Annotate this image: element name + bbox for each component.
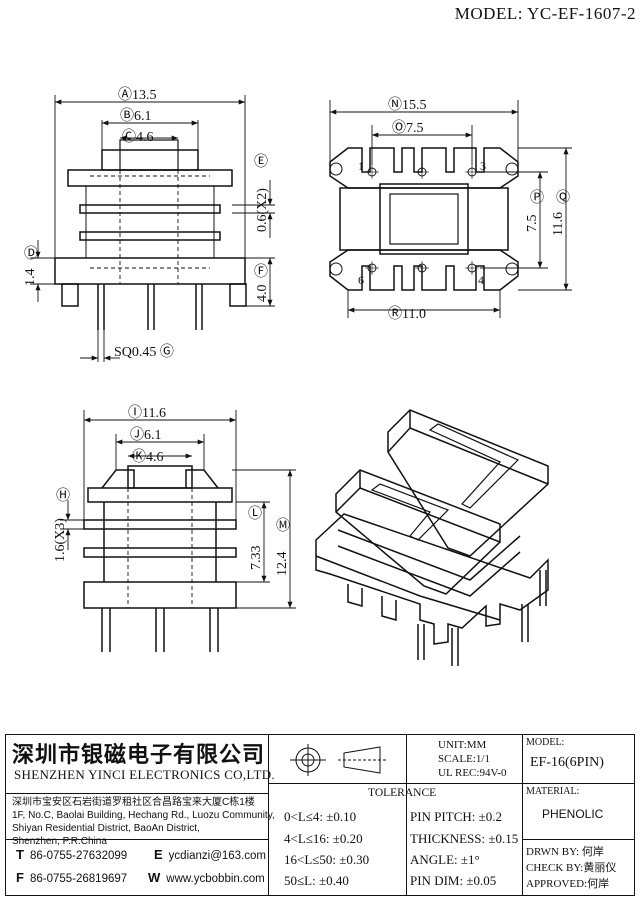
dim-f-label: Ⓕ: [254, 264, 268, 280]
scale: SCALE:1/1: [438, 753, 490, 765]
dim-o: Ⓞ7.5: [392, 120, 424, 136]
fax: 86-0755-26819697: [29, 873, 128, 885]
dim-q-value: 11.6: [551, 212, 566, 236]
approved-by: APPROVED:何岸: [526, 878, 610, 890]
dim-j: Ⓙ6.1: [130, 427, 162, 443]
email: ycdianzi@163.com: [168, 850, 267, 862]
pin-pitch: PIN PITCH: ±0.2: [410, 809, 503, 824]
web: www.ycbobbin.com: [166, 873, 265, 885]
tolerance-2: 4<L≤16: ±0.20: [284, 831, 363, 846]
pin-1-label: 1: [358, 159, 364, 173]
side-view: [60, 410, 296, 652]
fax-label: F: [16, 870, 24, 885]
dim-h-label: Ⓗ: [56, 488, 70, 504]
dim-c: Ⓒ4.6: [122, 129, 154, 145]
dim-a: Ⓐ13.5: [118, 87, 157, 103]
title-block: 深圳市银磁电子有限公司 SHENZHEN YINCI ELECTRONICS C…: [5, 734, 635, 896]
pin-dim: PIN DIM: ±0.05: [410, 873, 497, 888]
top-view: [329, 100, 572, 318]
tel-label: T: [16, 847, 24, 862]
angle: ANGLE: ±1°: [410, 852, 480, 867]
dim-p-value: 7.5: [525, 215, 540, 233]
front-view: [30, 95, 275, 362]
dim-m-value: 12.4: [275, 552, 290, 577]
web-label: W: [148, 870, 161, 885]
dim-m-label: Ⓜ: [276, 518, 290, 534]
tel: 86-0755-27632099: [29, 850, 128, 862]
model-label: MODEL:: [526, 737, 565, 748]
company-name-en: SHENZHEN YINCI ELECTRONICS CO,LTD.: [14, 767, 275, 782]
tel-line: T 86-0755-27632099: [16, 847, 127, 862]
address-en-1: 1F, No.C, Baolai Building, Hechang Rd., …: [12, 810, 275, 821]
dim-p-label: Ⓟ: [530, 190, 544, 206]
dim-d-label: Ⓓ: [24, 246, 38, 262]
tolerance-4: 50≤L: ±0.40: [284, 873, 349, 888]
dim-q-label: Ⓠ: [556, 190, 570, 206]
pin-4-label: 4: [478, 273, 484, 287]
ul-rec: UL REC:94V-0: [438, 767, 507, 779]
dim-f-value: 4.0: [255, 285, 270, 303]
material-label: MATERIAL:: [526, 786, 580, 797]
dim-l-value: 7.33: [249, 546, 264, 571]
dim-i: Ⓘ11.6: [128, 405, 166, 421]
pin-3-label: 3: [480, 159, 486, 173]
fax-line: F 86-0755-26819697: [16, 870, 127, 885]
dim-g: SQ0.45 Ⓖ: [114, 344, 174, 360]
tolerance-3: 16<L≤50: ±0.30: [284, 852, 370, 867]
dim-d-value: 1.4: [23, 269, 38, 287]
dim-k: Ⓚ4.6: [132, 449, 164, 465]
drawn-by: DRWN BY: 何岸: [526, 846, 604, 858]
address-cn: 深圳市宝安区石岩街道罗租社区合昌路宝来大厦C栋1楼: [12, 797, 255, 808]
dim-e-label: Ⓔ: [254, 154, 268, 170]
model-title: MODEL: YC-EF-1607-2: [454, 4, 636, 23]
dim-n: Ⓝ15.5: [388, 97, 427, 113]
dim-b: Ⓑ6.1: [120, 108, 152, 124]
material-value: PHENOLIC: [542, 807, 604, 821]
dim-e-value: 0.6(X2): [255, 188, 270, 232]
company-name-cn: 深圳市银磁电子有限公司: [12, 743, 266, 768]
isometric-view: [315, 409, 549, 666]
address-block: 深圳市宝安区石岩街道罗租社区合昌路宝来大厦C栋1楼 1F, No.C, Baol…: [12, 796, 275, 848]
technical-drawing: Ⓐ13.5 Ⓑ6.1 Ⓒ4.6 Ⓔ 0.6(X2) Ⓕ 4.0 Ⓓ 1.4 SQ…: [23, 87, 572, 666]
tolerance-1: 0<L≤4: ±0.10: [284, 809, 357, 824]
check-by: CHECK BY:黄丽仪: [526, 862, 617, 874]
dim-h-value: 1.6(X3): [53, 518, 68, 562]
unit: UNIT:MM: [438, 739, 487, 751]
model-value: EF-16(6PIN): [530, 755, 604, 770]
dim-l-label: Ⓛ: [248, 506, 262, 522]
address-en-2: Shiyan Residential District, BaoAn Distr…: [12, 823, 200, 834]
thickness: THICKNESS: ±0.15: [410, 831, 519, 846]
pin-6-label: 6: [358, 273, 364, 287]
email-label: E: [154, 847, 163, 862]
dim-r: Ⓡ11.0: [388, 306, 426, 322]
address-en-3: Shenzhen, P.R.China: [12, 836, 107, 847]
projection-symbol-icon: [290, 744, 386, 776]
tolerance-title: TOLERANCE: [368, 787, 437, 799]
